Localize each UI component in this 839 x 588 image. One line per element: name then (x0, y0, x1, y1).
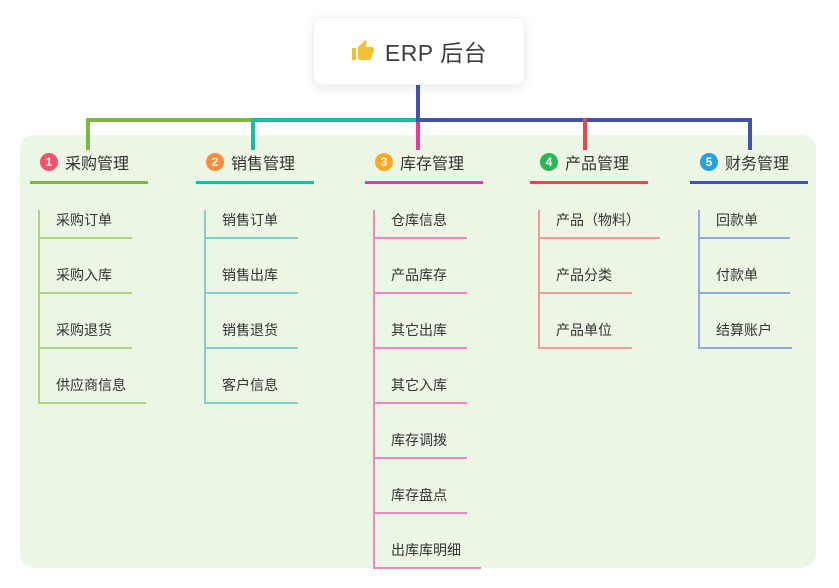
branch-node[interactable]: 1 采购管理 (30, 146, 148, 184)
child-node[interactable]: 结算账户 (700, 320, 792, 349)
branch-number-badge: 3 (375, 153, 393, 171)
branch-node[interactable]: 4 产品管理 (530, 146, 648, 184)
branch-node[interactable]: 3 库存管理 (365, 146, 483, 184)
child-node[interactable]: 采购订单 (40, 210, 132, 239)
branch-children: 采购订单采购入库采购退货供应商信息 (38, 210, 146, 404)
branch-children: 仓库信息产品库存其它出库其它入库库存调拨库存盘点出库库明细 (373, 210, 481, 569)
branch-title: 采购管理 (65, 156, 130, 173)
branch-node[interactable]: 5 财务管理 (690, 146, 808, 184)
child-node[interactable]: 采购入库 (40, 265, 132, 294)
root-node[interactable]: ERP 后台 (313, 17, 525, 85)
child-node[interactable]: 产品分类 (540, 265, 632, 294)
branch-number-badge: 2 (206, 153, 224, 171)
child-node[interactable]: 回款单 (700, 210, 790, 239)
branch-number-badge: 1 (40, 153, 58, 171)
child-node[interactable]: 销售退货 (206, 320, 298, 349)
branch-title: 库存管理 (400, 156, 465, 173)
branch-drop-connector (583, 118, 587, 150)
branch-number-badge: 4 (540, 153, 558, 171)
branch-children: 销售订单销售出库销售退货客户信息 (204, 210, 298, 404)
child-node[interactable]: 销售订单 (206, 210, 298, 239)
branch-drop-connector (86, 118, 90, 150)
root-stem-connector (416, 83, 420, 122)
child-node[interactable]: 库存调拨 (375, 430, 467, 459)
root-title: ERP 后台 (384, 40, 488, 66)
child-node[interactable]: 库存盘点 (375, 485, 467, 514)
child-node[interactable]: 其它出库 (375, 320, 467, 349)
branch-children: 产品（物料） 产品分类产品单位 (538, 210, 660, 349)
child-node[interactable]: 产品库存 (375, 265, 467, 294)
branch-title: 产品管理 (565, 156, 630, 173)
branch-drop-connector (416, 122, 420, 150)
child-node[interactable]: 产品（物料） (540, 210, 660, 239)
branch-drop-connector (251, 118, 255, 150)
child-node[interactable]: 其它入库 (375, 375, 467, 404)
child-node[interactable]: 仓库信息 (375, 210, 467, 239)
child-node[interactable]: 客户信息 (206, 375, 298, 404)
branch: 1 采购管理 采购订单采购入库采购退货供应商信息 (30, 146, 148, 404)
branch-node[interactable]: 2 销售管理 (196, 146, 314, 184)
connector-segment (88, 118, 253, 122)
child-node[interactable]: 付款单 (700, 265, 790, 294)
branch-drop-connector (748, 118, 752, 150)
branch-title: 财务管理 (725, 156, 790, 173)
child-node[interactable]: 采购退货 (40, 320, 132, 349)
child-node[interactable]: 出库库明细 (375, 540, 481, 569)
thumbs-up-icon (351, 39, 375, 63)
branch-number-badge: 5 (700, 153, 718, 171)
branches-panel (20, 135, 816, 568)
child-node[interactable]: 供应商信息 (40, 375, 146, 404)
branch-children: 回款单付款单结算账户 (698, 210, 792, 349)
branch: 3 库存管理 仓库信息产品库存其它出库其它入库库存调拨库存盘点出库库明细 (365, 146, 483, 569)
branch: 4 产品管理 产品（物料） 产品分类产品单位 (530, 146, 660, 349)
connector-segment (253, 118, 416, 122)
branch-title: 销售管理 (231, 156, 296, 173)
branch: 2 销售管理 销售订单销售出库销售退货客户信息 (196, 146, 314, 404)
child-node[interactable]: 产品单位 (540, 320, 632, 349)
branch: 5 财务管理 回款单付款单结算账户 (690, 146, 808, 349)
child-node[interactable]: 销售出库 (206, 265, 298, 294)
